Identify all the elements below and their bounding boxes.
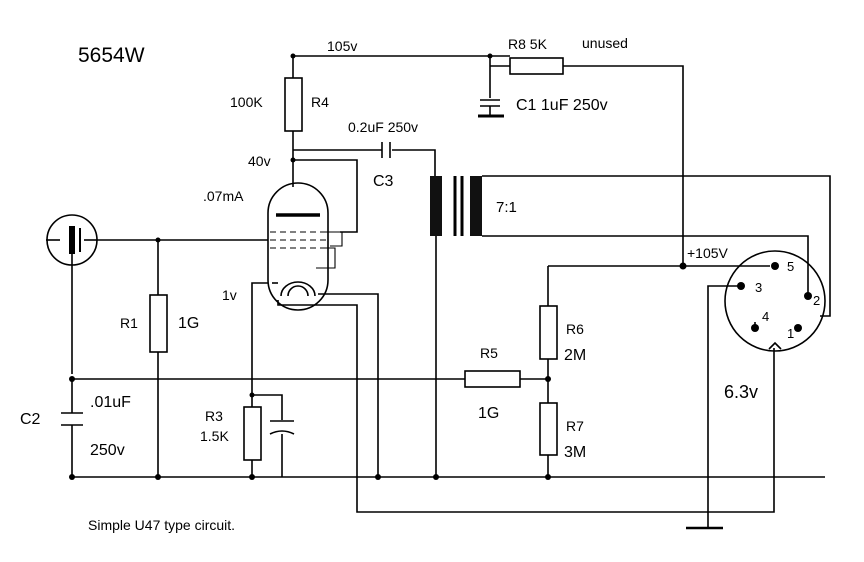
vacuum-tube bbox=[267, 182, 343, 311]
resistor-r6 bbox=[539, 305, 558, 360]
caption: Simple U47 type circuit. bbox=[88, 517, 235, 533]
label-40v: 40v bbox=[248, 153, 271, 169]
label-c1: C1 1uF 250v bbox=[516, 97, 608, 114]
label-r4: R4 bbox=[311, 94, 329, 110]
label-r5-value: 1G bbox=[478, 405, 499, 422]
resistor-r4 bbox=[284, 77, 303, 132]
label-unused: unused bbox=[582, 35, 628, 51]
label-r4-value: 100K bbox=[230, 94, 263, 110]
output-transformer bbox=[430, 176, 482, 236]
label-r8: R8 5K bbox=[508, 36, 548, 52]
connector-5pin bbox=[724, 250, 826, 352]
title: 5654W bbox=[78, 44, 145, 67]
cathode-bypass-capacitor bbox=[269, 420, 295, 435]
label-pin-3: 3 bbox=[755, 280, 762, 295]
label-r3-value: 1.5K bbox=[200, 428, 229, 444]
capacitor-c2 bbox=[61, 412, 83, 426]
junction-dots bbox=[69, 53, 687, 480]
resistor-r7 bbox=[539, 402, 558, 456]
label-6-3v: 6.3v bbox=[724, 382, 758, 402]
label-r6: R6 bbox=[566, 321, 584, 337]
capacitor-c3 bbox=[381, 142, 391, 158]
label-105v: 105v bbox=[327, 38, 357, 54]
label-r5: R5 bbox=[480, 345, 498, 361]
capacitor-c1 bbox=[478, 99, 504, 118]
wires bbox=[71, 55, 831, 528]
label-r1: R1 bbox=[120, 315, 138, 331]
label-r7: R7 bbox=[566, 418, 584, 434]
label-plus105v: +105V bbox=[687, 245, 729, 261]
label-cap-02: 0.2uF 250v bbox=[348, 119, 418, 135]
mic-capsule bbox=[46, 214, 98, 266]
label-pin-5: 5 bbox=[787, 259, 794, 274]
resistor-r1 bbox=[149, 294, 168, 353]
label-c2-value: .01uF bbox=[90, 394, 131, 411]
label-ratio: 7:1 bbox=[496, 199, 517, 216]
label-r6-value: 2M bbox=[564, 347, 586, 364]
label-r1-value: 1G bbox=[178, 315, 199, 332]
label-07ma: .07mA bbox=[203, 188, 244, 204]
label-pin-4: 4 bbox=[762, 309, 769, 324]
labels: 5654W 105v R8 5K unused 100K R4 C1 1uF 2… bbox=[20, 35, 820, 533]
label-c2: C2 bbox=[20, 411, 41, 428]
label-pin-1: 1 bbox=[787, 326, 794, 341]
resistor-r5 bbox=[464, 370, 521, 388]
label-pin-2: 2 bbox=[813, 293, 820, 308]
label-r7-value: 3M bbox=[564, 444, 586, 461]
label-r3: R3 bbox=[205, 408, 223, 424]
label-1v: 1v bbox=[222, 287, 237, 303]
label-c2-voltage: 250v bbox=[90, 442, 125, 459]
label-c3: C3 bbox=[373, 173, 394, 190]
resistor-r8 bbox=[509, 57, 564, 75]
resistor-r3 bbox=[243, 406, 262, 461]
